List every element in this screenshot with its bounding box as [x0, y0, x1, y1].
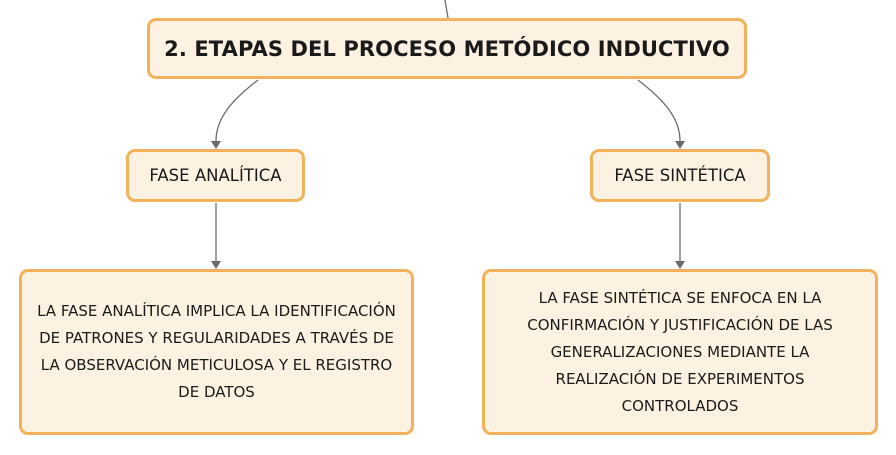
connector-title-to-fase-analitica [215, 79, 259, 142]
description-node-analitica[interactable]: LA FASE ANALÍTICA IMPLICA LA IDENTIFICAC… [19, 269, 414, 435]
phase-label-analitica: FASE ANALÍTICA [149, 166, 282, 185]
description-node-sintetica[interactable]: LA FASE SINTÉTICA SE ENFOCA EN LA CONFIR… [482, 269, 878, 435]
phase-node-sintetica[interactable]: FASE SINTÉTICA [590, 149, 770, 202]
description-text-analitica: LA FASE ANALÍTICA IMPLICA LA IDENTIFICAC… [37, 302, 396, 401]
title-text: 2. ETAPAS DEL PROCESO METÓDICO INDUCTIVO [164, 36, 730, 61]
arrowhead-description-sintetica [675, 261, 685, 269]
description-text-sintetica: LA FASE SINTÉTICA SE ENFOCA EN LA CONFIR… [527, 288, 833, 415]
phase-node-analitica[interactable]: FASE ANALÍTICA [126, 149, 305, 202]
arrowhead-fase-sintetica [675, 141, 685, 149]
phase-label-sintetica: FASE SINTÉTICA [614, 166, 746, 185]
arrowhead-description-analitica [211, 261, 221, 269]
arrowhead-fase-analitica [211, 141, 221, 149]
connector-incoming-top [444, 0, 449, 19]
title-node[interactable]: 2. ETAPAS DEL PROCESO METÓDICO INDUCTIVO [147, 18, 747, 79]
connector-title-to-fase-sintetica [637, 79, 681, 142]
